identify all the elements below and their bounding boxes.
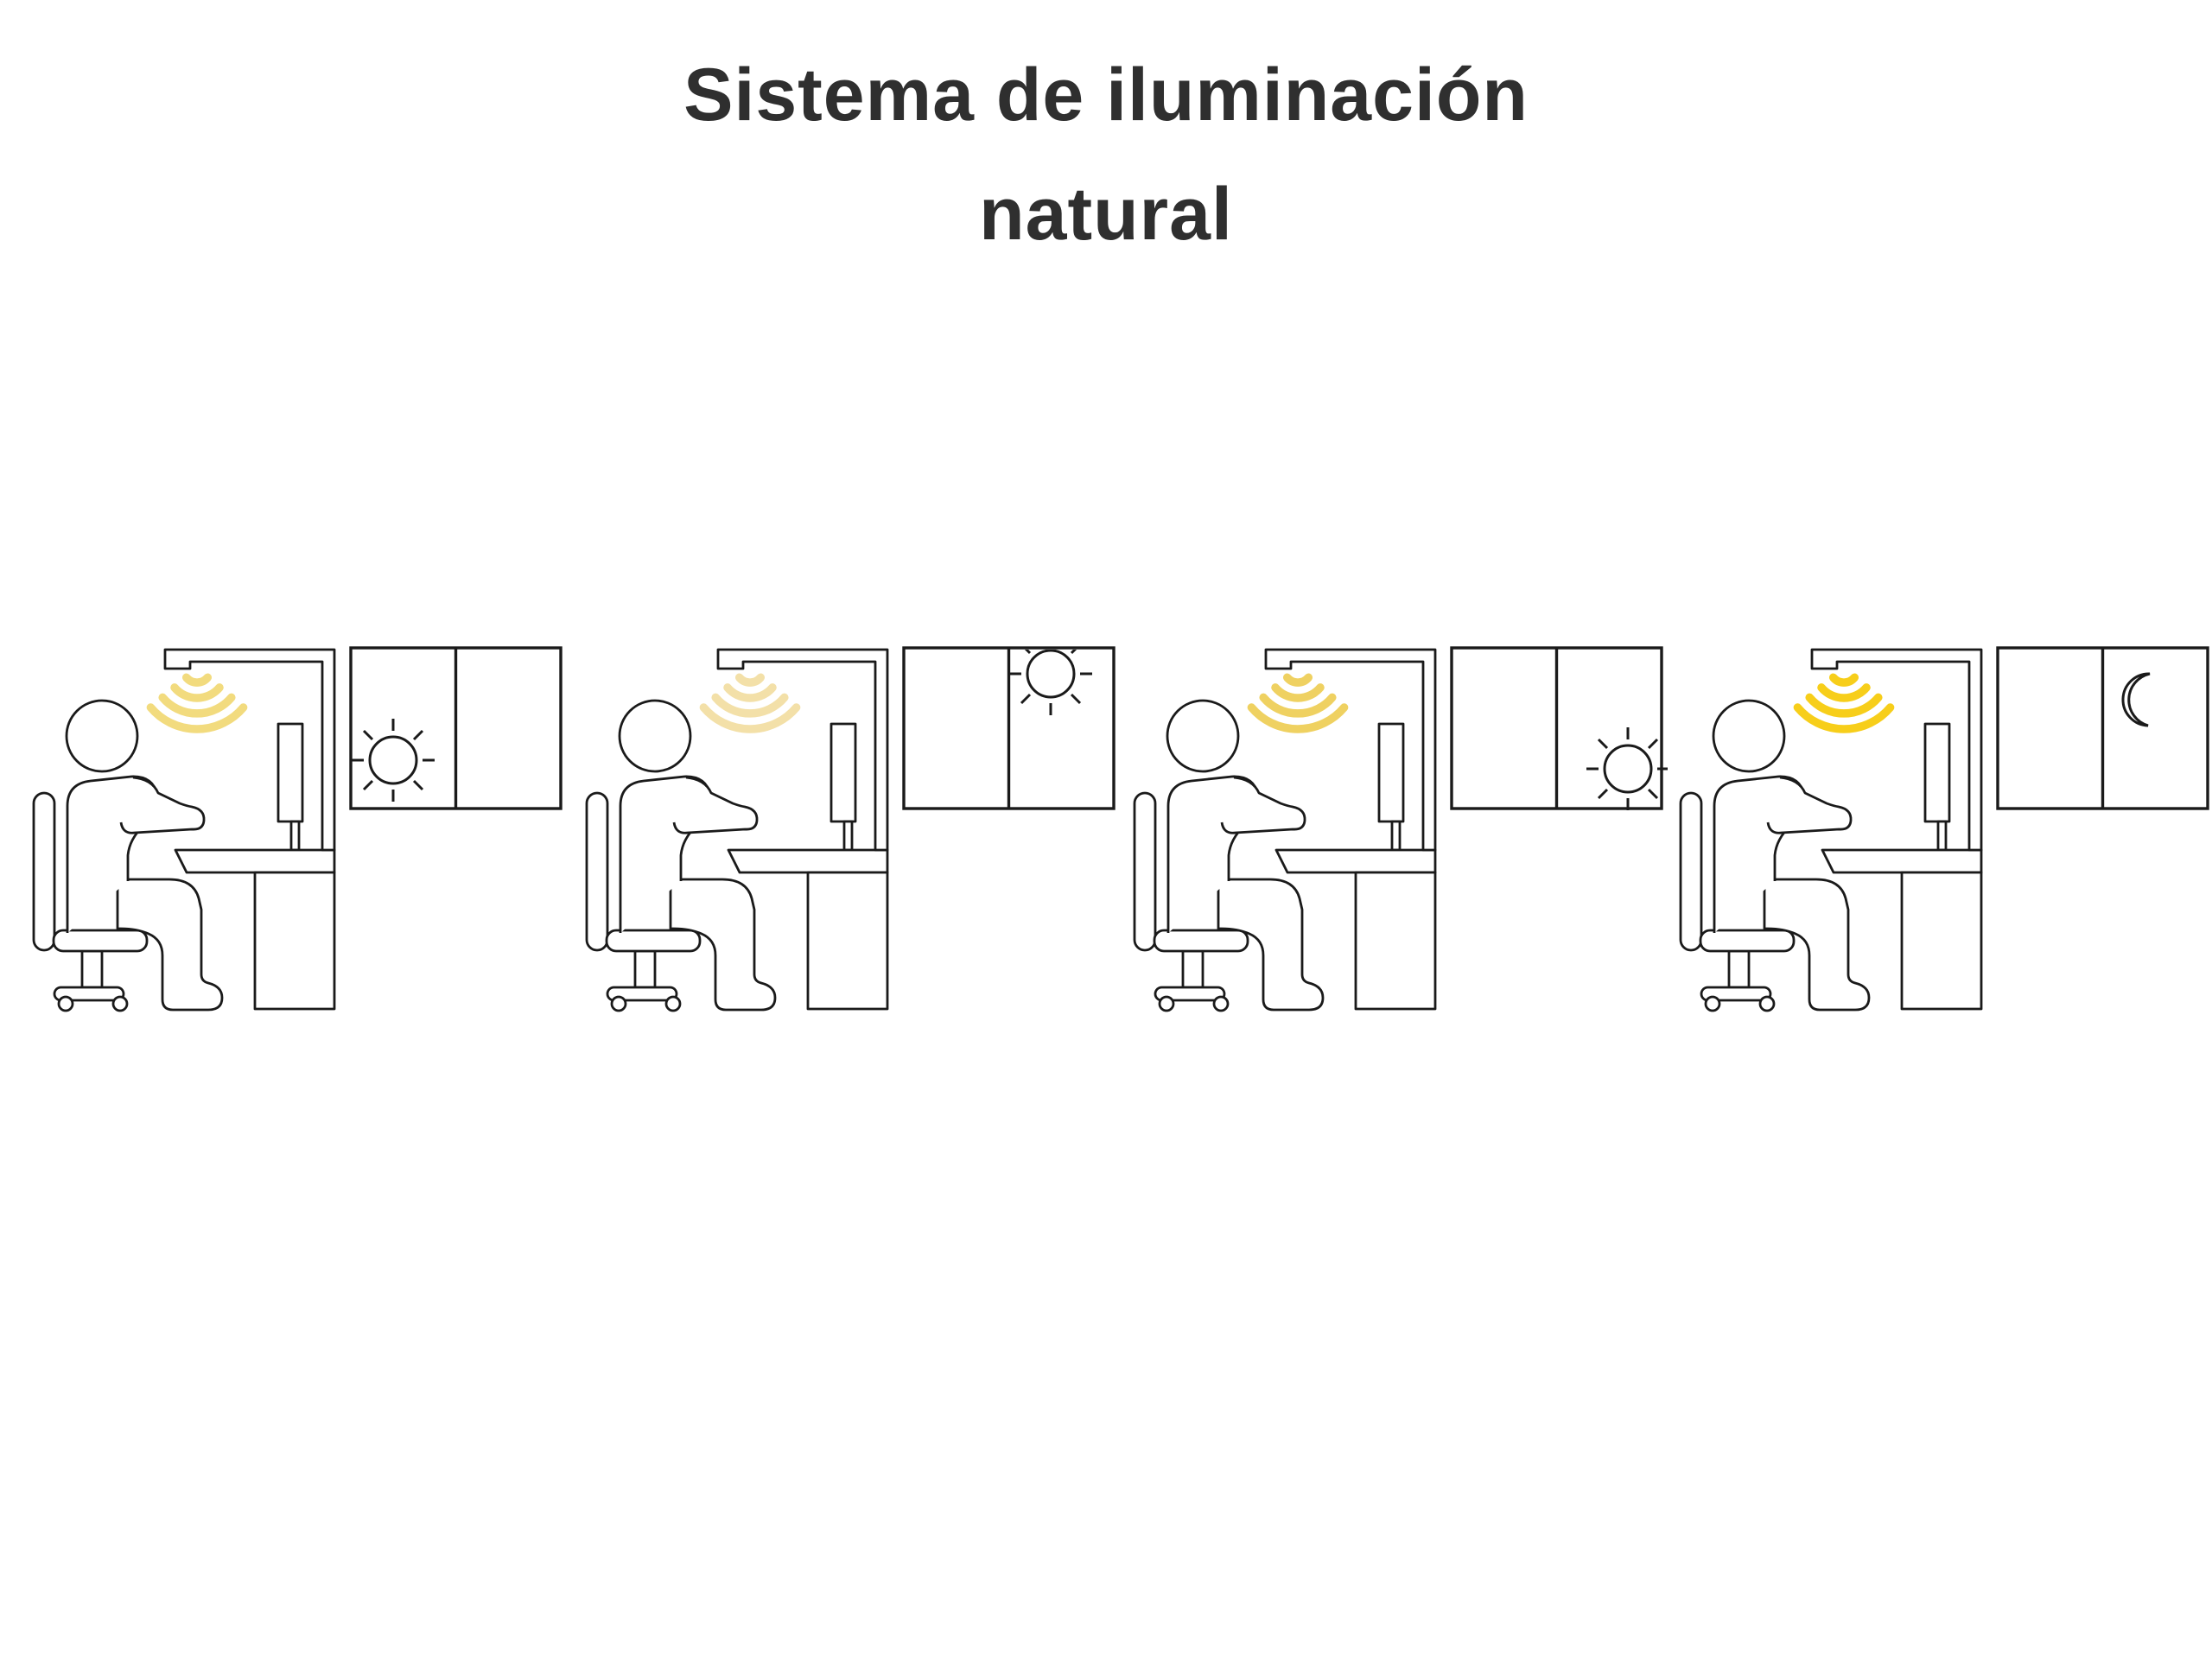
workstation-figure (585, 648, 889, 1012)
light-waves-icon (703, 677, 796, 729)
workstation-figure (1679, 648, 1983, 1012)
scene-afternoon (1133, 646, 1668, 1012)
title-line-1: Sistema de iluminación (683, 54, 1529, 136)
scene-morning (32, 646, 563, 1012)
page-title: Sistema de iluminación natural (0, 36, 2212, 274)
workstation-figure (32, 648, 336, 1012)
scene-midday (585, 646, 1116, 1012)
light-waves-icon (1797, 677, 1890, 729)
light-waves-icon (150, 677, 243, 729)
title-line-2: natural (979, 172, 1233, 256)
scene-night (1679, 646, 2209, 1012)
window-frame (1996, 646, 2209, 810)
window-frame (349, 646, 563, 810)
light-waves-icon (1251, 677, 1344, 729)
workstation-figure (1133, 648, 1437, 1012)
window-frame (902, 646, 1116, 810)
